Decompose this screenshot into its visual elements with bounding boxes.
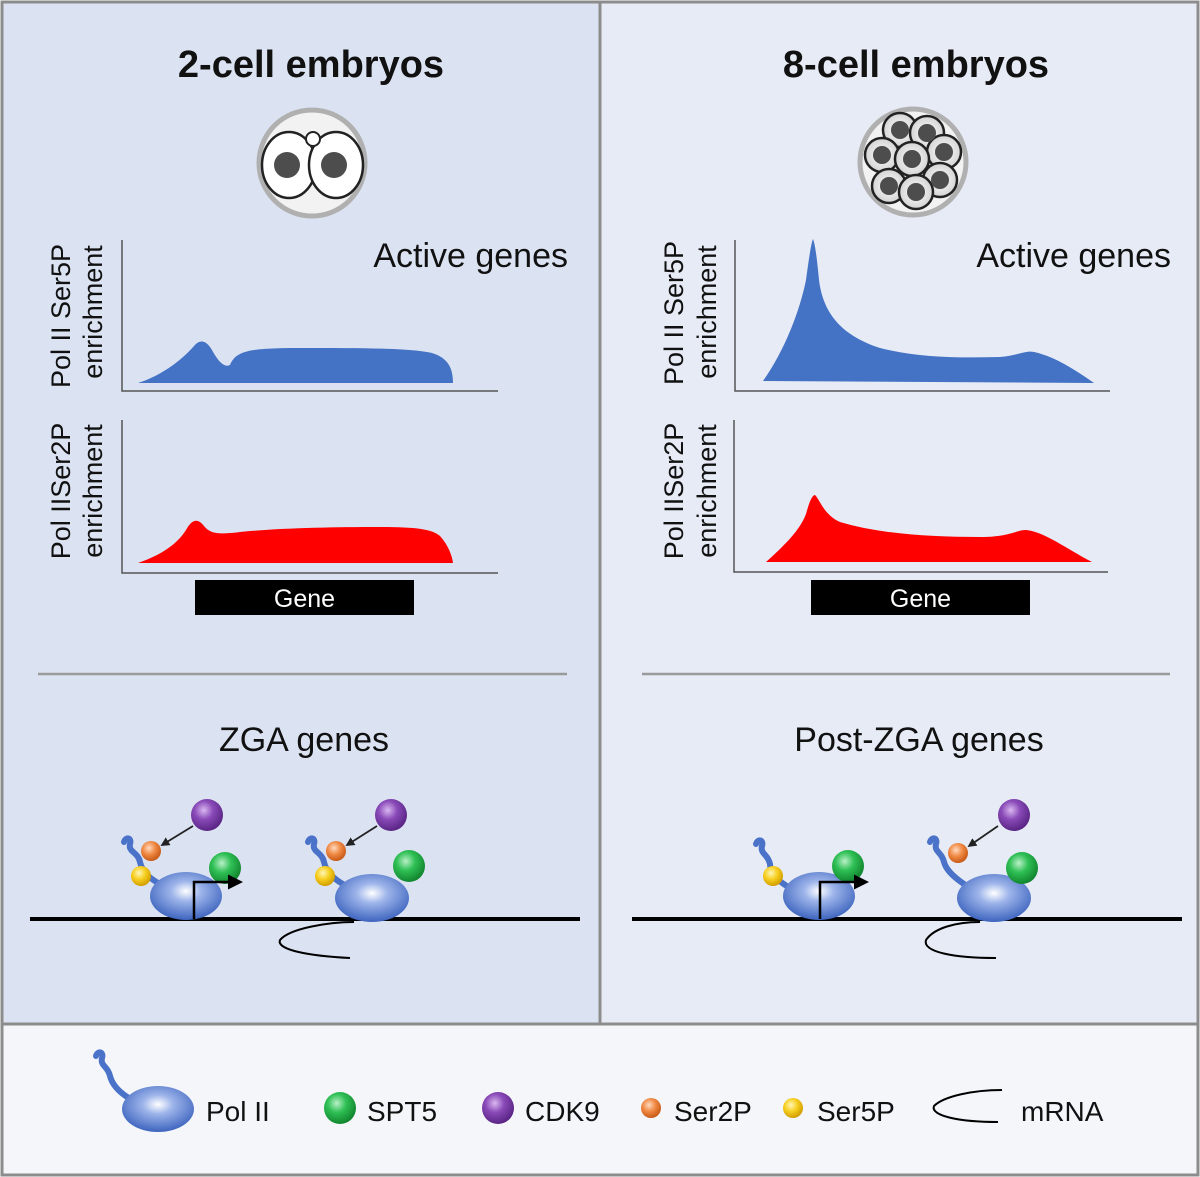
- left-ser5p-axes: [121, 240, 498, 392]
- right-ser5p-profile-plot: Pol II Ser5P enrichment Active genes: [659, 237, 1171, 392]
- legend-label-ser2p: Ser2P: [674, 1096, 752, 1127]
- pol2-ctd-tail: [93, 1049, 135, 1103]
- pol2-icon: [335, 874, 409, 922]
- legend-label-ser5p: Ser5P: [817, 1096, 895, 1127]
- ser5p-icon: [763, 866, 783, 886]
- left-ser2p-ylabel-line1: Pol IISer2P: [46, 423, 76, 560]
- right-ser5p-ylabel-line1: Pol II Ser5P: [659, 241, 689, 385]
- right-ser2p-profile-plot: Pol IISer2P enrichment: [659, 420, 1108, 573]
- legend-item-ser5p: Ser5P: [783, 1096, 895, 1127]
- left-panel: 2-cell embryos Pol II Ser5P enrichment A…: [30, 44, 580, 959]
- left-ser2p-axes: [121, 420, 498, 574]
- ser2p-icon: [141, 841, 161, 861]
- tss-arrow: [192, 874, 243, 919]
- pol2-icon: [150, 872, 222, 920]
- cdk9-to-ser2p-arrow: [967, 825, 999, 848]
- mrna-strand: [924, 921, 997, 959]
- tss-arrow: [818, 874, 869, 919]
- right-ser2p-ylabel-line2: enrichment: [692, 424, 722, 558]
- spt5-icon: [832, 850, 864, 882]
- ser5p-icon: [783, 1098, 803, 1118]
- right-ser2p-axes: [733, 420, 1108, 573]
- ser2p-icon: [641, 1098, 661, 1118]
- eight-cell-embryo-icon: [857, 106, 969, 218]
- mrna-strand: [278, 921, 355, 959]
- mrna-icon: [932, 1089, 1003, 1123]
- right-panel-title: 8-cell embryos: [783, 44, 1049, 86]
- left-ser5p-ylabel-line2: enrichment: [78, 245, 108, 379]
- right-ser2p-ylabel-line1: Pol IISer2P: [659, 423, 689, 560]
- cdk9-to-ser2p-arrow: [160, 825, 194, 846]
- right-ser2p-enrichment-curve: [766, 495, 1092, 562]
- left-ser5p-enrichment-curve: [138, 341, 453, 383]
- legend-label-pol2: Pol II: [206, 1096, 270, 1127]
- left-ser2p-ylabel-line2: enrichment: [78, 424, 108, 558]
- right-pol2-complex-elongating: [924, 799, 1038, 959]
- left-ser2p-enrichment-curve: [138, 520, 453, 563]
- spt5-icon: [1006, 852, 1038, 884]
- left-gene-bar: [195, 580, 414, 615]
- right-ser5p-axes: [734, 240, 1110, 392]
- right-gene-label: Gene: [890, 585, 951, 613]
- left-pol2-complex-elongating: [278, 799, 425, 959]
- cdk9-icon: [191, 799, 223, 831]
- ser5p-icon: [315, 866, 335, 886]
- legend-item-mrna: mRNA: [932, 1089, 1104, 1127]
- right-panel: 8-cell embryos: [632, 44, 1182, 959]
- pol2-ctd-tail: [927, 835, 973, 891]
- right-ser5p-ylabel-line2: enrichment: [692, 245, 722, 379]
- pol2-icon: [122, 1086, 194, 1132]
- legend-item-pol2: Pol II: [93, 1049, 270, 1132]
- left-active-genes-label: Active genes: [373, 237, 568, 275]
- legend-label-cdk9: CDK9: [525, 1096, 600, 1127]
- right-ser5p-enrichment-curve: [763, 239, 1094, 383]
- two-cell-embryo-icon: [256, 107, 368, 219]
- left-section-title: ZGA genes: [219, 721, 389, 759]
- legend-label-mrna: mRNA: [1021, 1096, 1104, 1127]
- cdk9-icon: [998, 799, 1030, 831]
- left-panel-title: 2-cell embryos: [178, 44, 444, 86]
- right-pol2-complex-promoter: [753, 837, 869, 920]
- left-ser2p-profile-plot: Pol IISer2P enrichment: [46, 420, 498, 574]
- cdk9-to-ser2p-arrow: [345, 825, 378, 846]
- cdk9-icon: [375, 799, 407, 831]
- ser5p-icon: [131, 866, 151, 886]
- spt5-icon: [209, 852, 241, 884]
- legend: Pol II SPT5 CDK9 Ser2P Ser5P mRNA: [93, 1049, 1104, 1132]
- legend-item-cdk9: CDK9: [482, 1092, 600, 1127]
- legend-background: [0, 1022, 1200, 1177]
- pol2-icon: [957, 874, 1031, 922]
- right-gene-bar: [811, 580, 1030, 615]
- legend-item-spt5: SPT5: [324, 1092, 437, 1127]
- right-active-genes-label: Active genes: [976, 237, 1171, 275]
- left-gene-label: Gene: [274, 585, 335, 613]
- left-ser5p-ylabel-line1: Pol II Ser5P: [46, 244, 76, 388]
- spt5-icon: [324, 1092, 356, 1124]
- legend-label-spt5: SPT5: [367, 1096, 437, 1127]
- left-pol2-complex-promoter: [121, 799, 243, 920]
- right-section-title: Post-ZGA genes: [794, 721, 1043, 759]
- cdk9-icon: [482, 1092, 514, 1124]
- ser2p-icon: [948, 843, 968, 863]
- left-ser5p-profile-plot: Pol II Ser5P enrichment Active genes: [46, 237, 568, 392]
- legend-item-ser2p: Ser2P: [641, 1096, 752, 1127]
- ser2p-icon: [326, 841, 346, 861]
- spt5-icon: [393, 850, 425, 882]
